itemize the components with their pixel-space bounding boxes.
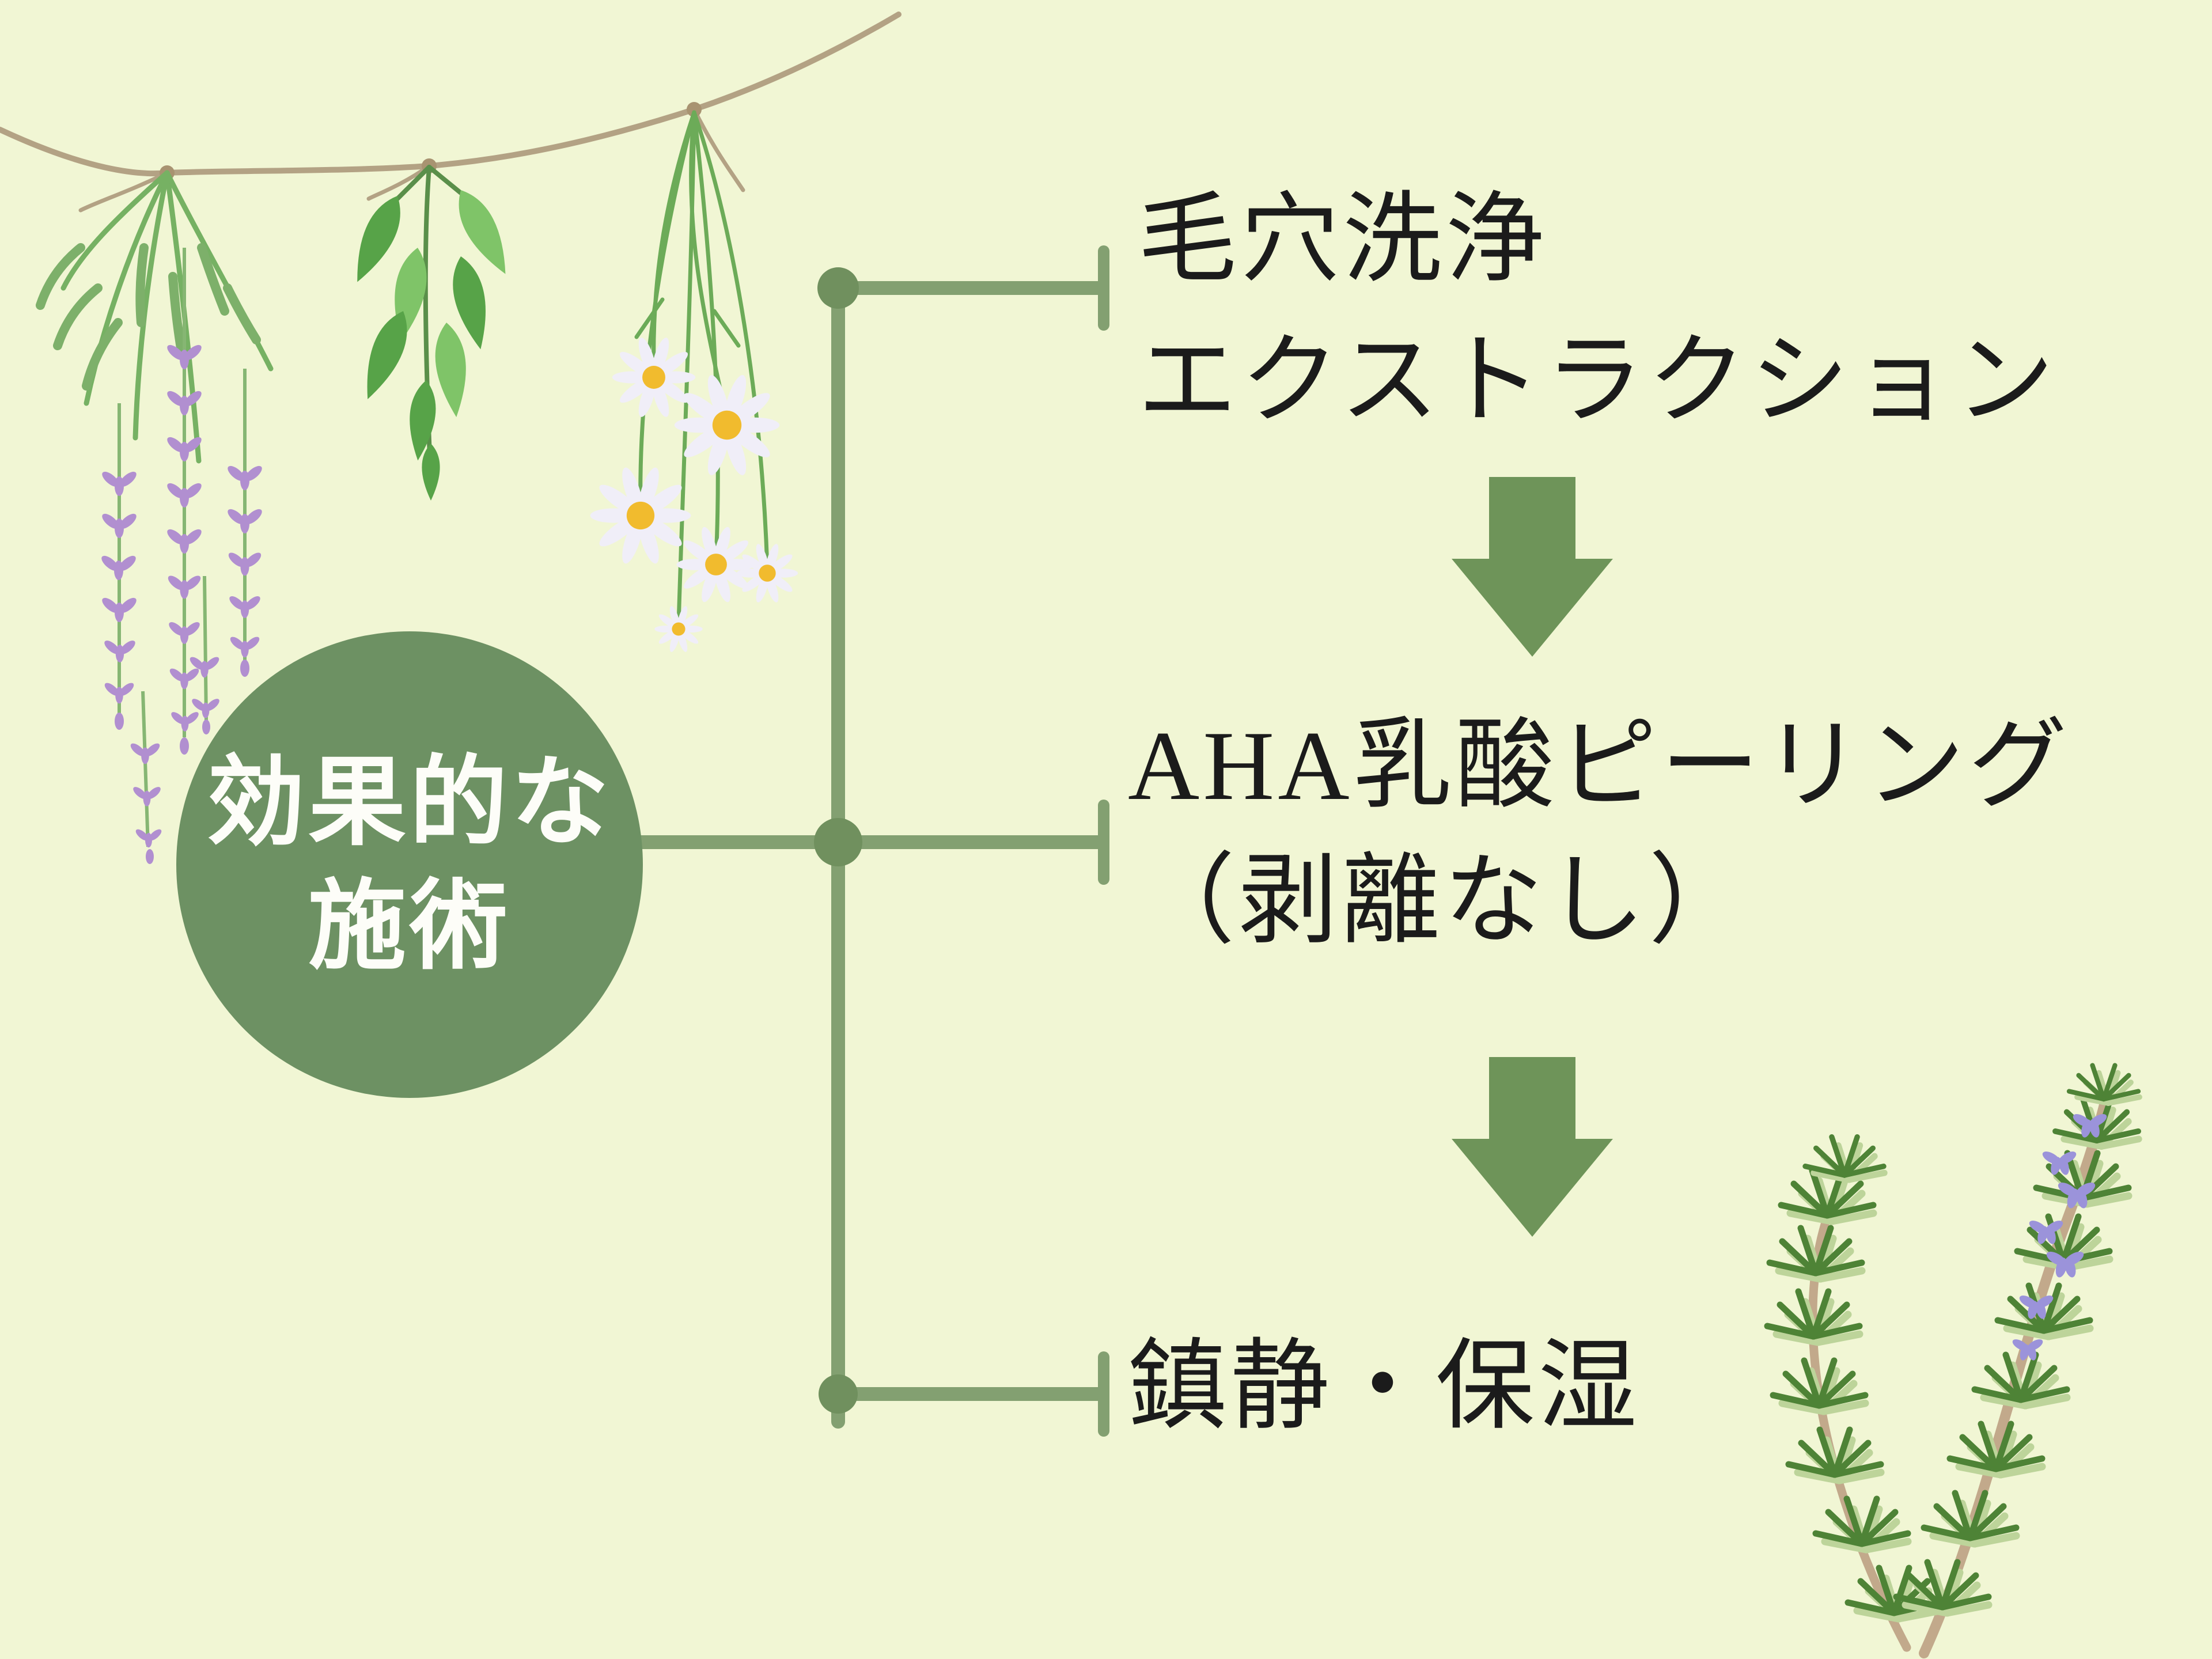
rosemary-illustration [1659,1031,2212,1658]
hanging-herbs-illustration [0,12,902,864]
root-label-line1: 効果的な [206,748,612,857]
junction-dot-middle [814,818,862,866]
mint-bundle [343,165,519,501]
root-label-line2: 施術 [308,872,511,981]
junction-dot-bottom [819,1374,858,1414]
chamomile-bundle [590,110,798,653]
lavender-bundle [36,170,274,864]
junction-dot-top [817,267,859,309]
step-1-label-line-2: エクストラクション [1138,327,2058,436]
step-2-label-line-1: AHA乳酸ピーリング [1128,711,2071,821]
down-arrow-icon [1452,477,1613,657]
step-2-label-line-2: （剥離なし） [1136,847,1751,956]
step-3-label: 鎮静・保湿 [1128,1332,1641,1442]
step-1-label-line-1: 毛穴洗浄 [1138,185,1548,295]
root-node: 効果的な 施術 [176,631,643,1098]
down-arrow-icon [1452,1057,1613,1237]
